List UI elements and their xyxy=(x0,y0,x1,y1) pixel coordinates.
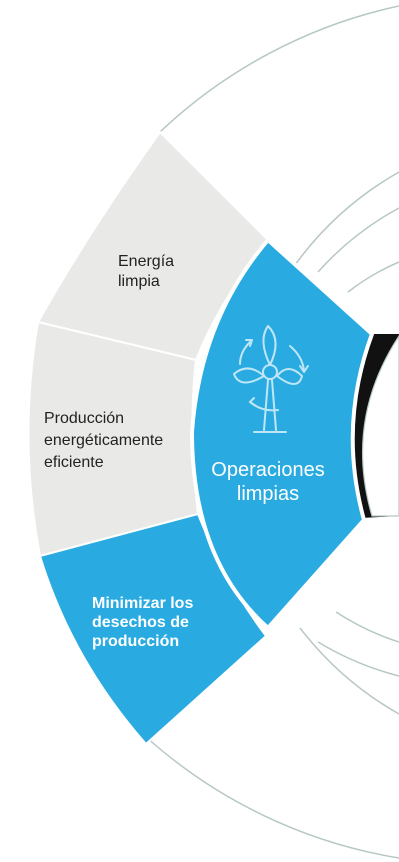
center-segment-operaciones-limpias[interactable] xyxy=(189,237,375,631)
ring-arc xyxy=(335,611,399,643)
segment-label-produccion-3: eficiente xyxy=(44,454,104,471)
ring-arc xyxy=(317,207,399,273)
ring-arc xyxy=(299,627,399,715)
wind-turbine-recycle-icon xyxy=(233,325,309,433)
segment-label-energia-1: Energía xyxy=(118,253,174,270)
segment-label-produccion-2: energéticamente xyxy=(44,432,163,449)
segment-energia-limpia[interactable] xyxy=(36,130,270,362)
center-label-line1: Operaciones xyxy=(211,459,324,481)
ring-arc xyxy=(317,641,399,677)
segment-label-energia-2: limpia xyxy=(118,273,160,290)
segment-label-minimizar-1: Minimizar los xyxy=(92,595,193,612)
concentric-rings xyxy=(144,5,399,859)
ring-arc xyxy=(144,735,399,859)
inner-white-disc xyxy=(361,334,399,517)
ring-arc xyxy=(289,171,399,273)
segment-label-minimizar-3: producción xyxy=(92,633,179,650)
ring-arc xyxy=(347,261,399,293)
ring-arc xyxy=(159,5,399,133)
center-label-line2: limpias xyxy=(237,483,299,505)
segment-label-produccion-1: Producción xyxy=(44,410,124,427)
segment-label-minimizar-2: desechos de xyxy=(92,614,189,631)
